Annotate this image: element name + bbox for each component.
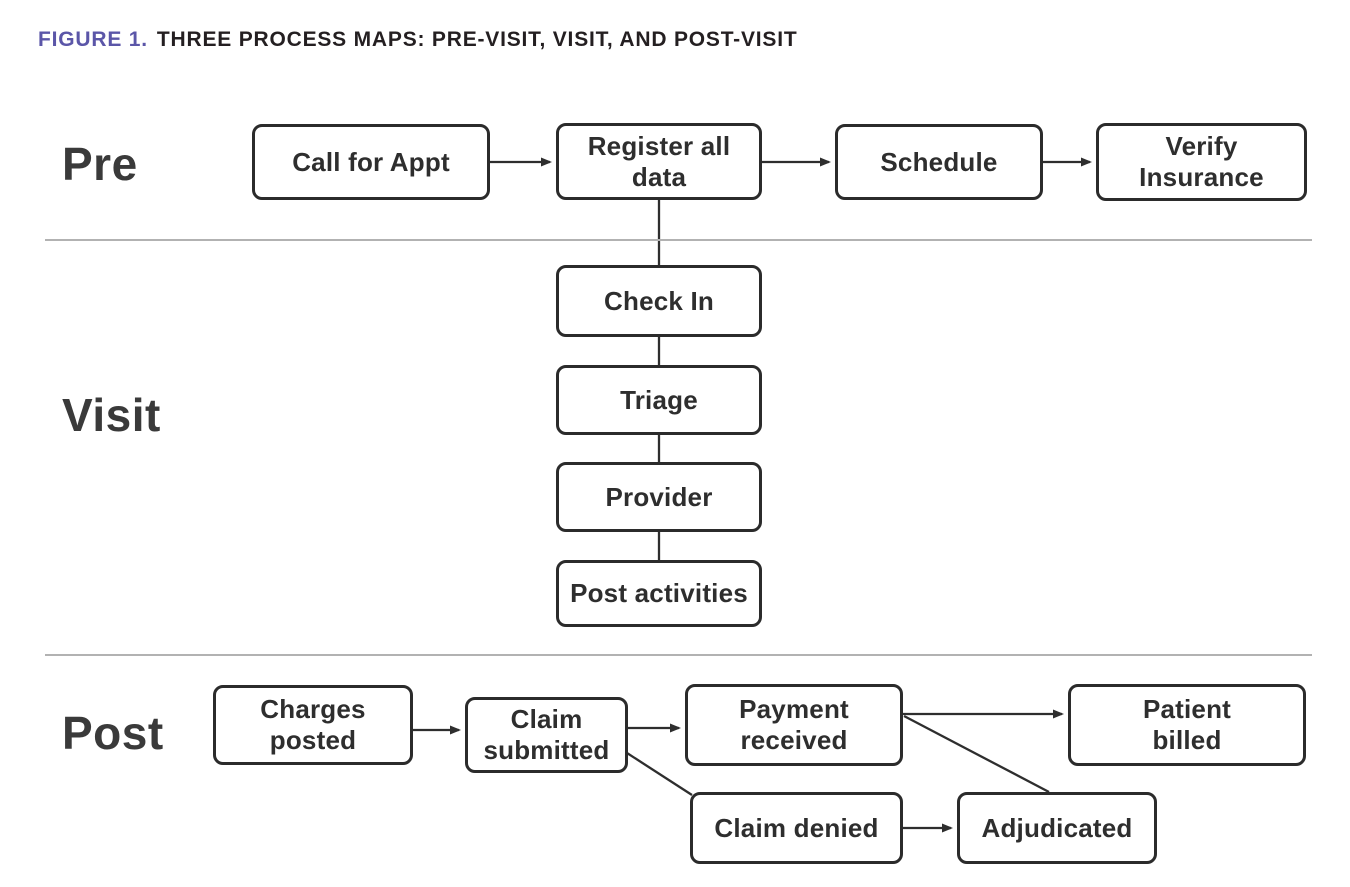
node-post-activities: Post activities bbox=[556, 560, 762, 627]
node-charges-posted-label: Charges posted bbox=[260, 694, 366, 755]
node-call-for-appt: Call for Appt bbox=[252, 124, 490, 200]
node-adjudicated-label: Adjudicated bbox=[981, 812, 1133, 843]
node-verify-insurance-label: Verify Insurance bbox=[1139, 131, 1264, 192]
node-payment-received: Payment received bbox=[685, 684, 903, 766]
figure-header: FIGURE 1. THREE PROCESS MAPS: PRE-VISIT,… bbox=[38, 28, 797, 52]
divider-visit-post bbox=[45, 654, 1312, 656]
node-call-for-appt-label: Call for Appt bbox=[292, 146, 450, 177]
node-schedule: Schedule bbox=[835, 124, 1043, 200]
node-payment-received-label: Payment received bbox=[739, 694, 849, 755]
node-claim-submitted: Claim submitted bbox=[465, 697, 628, 773]
node-provider: Provider bbox=[556, 462, 762, 532]
connector-adjudicated-to-payment bbox=[903, 714, 1050, 794]
node-claim-denied-label: Claim denied bbox=[714, 812, 879, 843]
node-claim-denied: Claim denied bbox=[690, 792, 903, 864]
node-verify-insurance: Verify Insurance bbox=[1096, 123, 1307, 201]
connector-claimsubmitted-to-claimdenied bbox=[626, 752, 693, 796]
node-claim-submitted-label: Claim submitted bbox=[483, 704, 610, 765]
divider-pre-visit bbox=[45, 239, 1312, 241]
node-post-activities-label: Post activities bbox=[570, 578, 748, 609]
node-check-in-label: Check In bbox=[604, 285, 714, 316]
section-label-post: Post bbox=[62, 707, 164, 759]
node-triage-label: Triage bbox=[620, 384, 698, 415]
node-triage: Triage bbox=[556, 365, 762, 435]
node-charges-posted: Charges posted bbox=[213, 685, 413, 765]
node-check-in: Check In bbox=[556, 265, 762, 337]
node-adjudicated: Adjudicated bbox=[957, 792, 1157, 864]
figure-number-label: FIGURE 1. bbox=[38, 28, 148, 51]
node-schedule-label: Schedule bbox=[880, 146, 998, 177]
section-label-visit: Visit bbox=[62, 389, 161, 441]
node-provider-label: Provider bbox=[605, 481, 713, 512]
node-register-all-data-label: Register all data bbox=[587, 130, 731, 192]
section-label-pre: Pre bbox=[62, 138, 138, 190]
node-register-all-data: Register all data bbox=[556, 123, 762, 200]
node-patient-billed: Patient billed bbox=[1068, 684, 1306, 766]
node-patient-billed-label: Patient billed bbox=[1142, 694, 1232, 755]
figure-title: THREE PROCESS MAPS: PRE-VISIT, VISIT, AN… bbox=[156, 28, 798, 51]
